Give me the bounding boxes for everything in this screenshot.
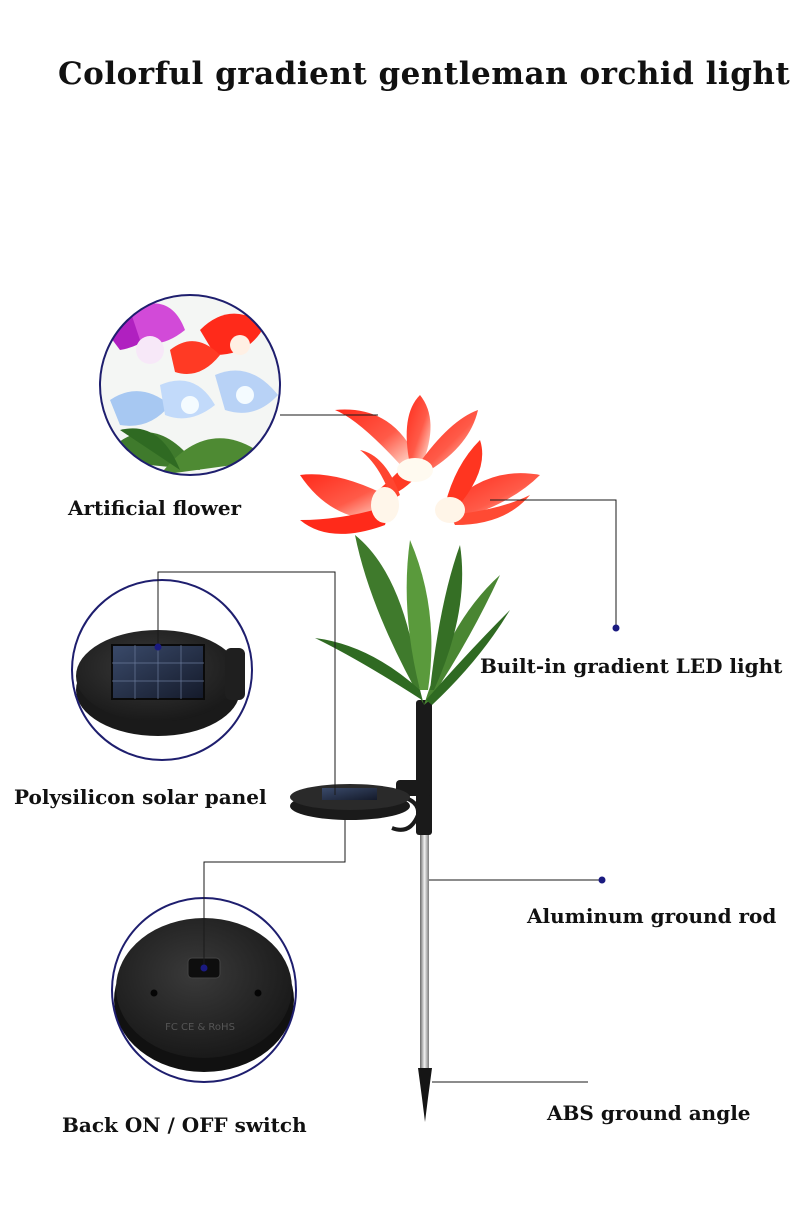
solar-panel-closeup-circle [71, 579, 253, 761]
ground-spike [418, 1068, 432, 1122]
aluminum-rod [420, 830, 429, 1070]
flower-closeup-circle [99, 294, 281, 476]
callout-switch [203, 812, 346, 968]
page-title: Colorful gradient gentleman orchid light [58, 56, 790, 92]
dot-solar [154, 643, 162, 651]
label-back-switch: Back ON / OFF switch [62, 1113, 307, 1137]
dot-switch [200, 964, 208, 972]
back-switch-closeup-circle: FC CE & RoHS [111, 897, 297, 1083]
callout-solar [157, 571, 336, 795]
label-artificial-flower: Artificial flower [68, 496, 242, 520]
dot-rod [598, 876, 606, 884]
back-markings: FC CE & RoHS [165, 1022, 235, 1033]
dot-led [612, 624, 620, 632]
callout-lines [157, 414, 617, 1083]
leaves [315, 535, 510, 705]
solar-head [290, 780, 432, 832]
label-aluminum-rod: Aluminum ground rod [527, 904, 777, 928]
stake-light-product [290, 395, 540, 1122]
stem-tube [416, 700, 432, 835]
label-solar-panel: Polysilicon solar panel [14, 785, 267, 809]
lily-flowers [300, 395, 540, 534]
callout-dots [154, 624, 620, 972]
label-ground-angle: ABS ground angle [547, 1101, 751, 1125]
label-led-light: Built-in gradient LED light [480, 654, 783, 678]
callout-led [490, 499, 617, 628]
